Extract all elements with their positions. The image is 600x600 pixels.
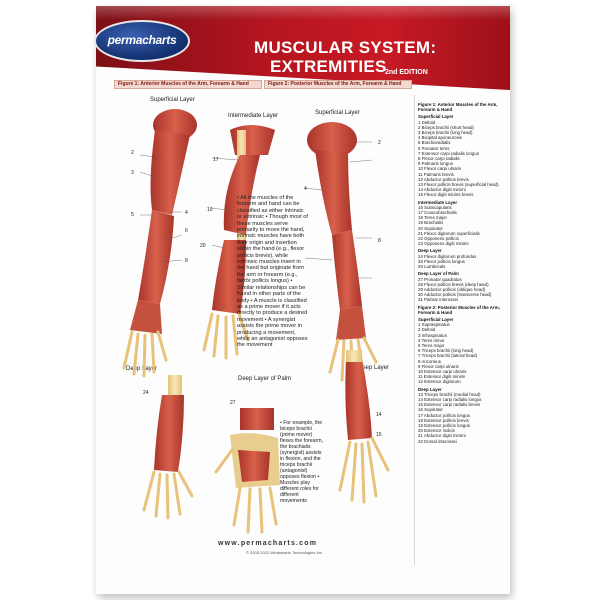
legend-item: 8 Anconeus <box>418 358 441 364</box>
legend-item: 5 Teres major <box>418 342 445 348</box>
legend-list: 13 Triceps brachii (medial head)14 Exten… <box>418 392 502 444</box>
hand-palm-deep <box>214 408 280 534</box>
legend-item: 15 Flexor digiti minimi brevis <box>418 192 474 198</box>
legend-item: 29 Adductor pollicis (oblique head) <box>418 286 486 292</box>
legend-item: 21 Flexor digitorum superficialis <box>418 230 480 236</box>
legend-item: 2 Deltoid <box>418 327 436 333</box>
legend-item: 7 Extensor carpi radialis longus <box>418 150 480 156</box>
legend-item: 14 Extensor carpi radialis longus <box>418 396 482 402</box>
legend-item: 22 Dorsal interossei <box>418 438 457 444</box>
legend-item: 6 Pronator teres <box>418 145 450 151</box>
legend-item: 14 Abductor digiti minimi <box>418 187 466 193</box>
legend-item: 20 Extensor indicis <box>418 428 455 434</box>
legend-item: 9 Flexor carpi ulnaris <box>418 363 459 369</box>
legend-item: 1 Deltoid <box>418 119 436 125</box>
legend-divider <box>414 95 415 565</box>
legend-item: 11 Palmaris brevis <box>418 171 454 177</box>
legend-item: 18 Extensor pollicis brevis <box>418 417 469 423</box>
label-superficial-anterior: Superficial Layer <box>150 97 195 103</box>
footer-url[interactable]: www.permacharts.com <box>218 540 318 547</box>
legend-item: 11 Extensor digiti minimi <box>418 374 466 380</box>
page-subtitle: EXTREMITIES <box>270 57 387 76</box>
legend-panel: Figure 1: Anterior Muscles of the Arm, F… <box>418 100 502 444</box>
chart-sheet <box>96 6 510 594</box>
legend-item: 21 Abductor digiti minimi <box>418 433 466 439</box>
legend-item: 10 Flexor carpi ulnaris <box>418 166 462 172</box>
legend-item: 24 Flexor digitorum profundus <box>418 253 477 259</box>
legend-item: 17 Coracobrachialis <box>418 210 457 216</box>
legend-item: 19 Extensor pollicis longus <box>418 422 470 428</box>
legend-item: 28 Flexor pollicis brevis (deep head) <box>418 281 489 287</box>
legend-item: 2 Biceps brachii (short head) <box>418 124 474 130</box>
legend-item: 3 Biceps brachii (long head) <box>418 130 473 136</box>
muscle-illustrations <box>122 109 390 534</box>
legend-item: 25 Flexor pollicis longus <box>418 258 465 264</box>
legend-item: 12 Extensor digitorum <box>418 379 461 385</box>
legend-item: 27 Pronator quadratus <box>418 276 462 282</box>
page-title: MUSCULAR SYSTEM: <box>254 38 437 57</box>
legend-item: 1 Supraspinatus <box>418 322 450 328</box>
arm-anterior-deep <box>142 375 194 520</box>
brand-logo <box>94 20 190 62</box>
label-superficial-posterior: Superficial Layer <box>315 110 360 116</box>
legend-item: 9 Palmaris longus <box>418 161 453 167</box>
legend-item: 31 Palmar interossei <box>418 297 459 303</box>
figure1-caption: Figure 1: Anterior Muscles of the Arm, F… <box>114 80 262 89</box>
legend-item: 23 Opponens digiti minimi <box>418 241 469 247</box>
legend-item: 16 Subscapularis <box>418 204 452 210</box>
legend-item: 3 Infraspinatus <box>418 332 447 338</box>
legend-item: 20 Supinator <box>418 225 443 231</box>
legend-item: 16 Supinator <box>418 407 443 413</box>
label-deep-posterior: Deep Layer <box>358 365 390 371</box>
footer-copyright: © 2003-2022 Mindsmartz Technologies Inc. <box>246 550 323 555</box>
legend-item: 13 Flexor pollicis brevis (superficial h… <box>418 182 499 188</box>
label-deep-palm: Deep Layer of Palm <box>238 376 292 382</box>
legend-heading: Figure 1: Anterior Muscles of the Arm, F… <box>418 102 498 113</box>
notes-example-text: • For example, the biceps brachii (prime… <box>280 420 323 504</box>
legend-item: 26 Lumbricals <box>418 264 446 270</box>
legend-item: 13 Triceps brachii (medial head) <box>418 391 481 397</box>
label-intermediate: Intermediate Layer <box>228 113 279 119</box>
arm-posterior-superficial <box>307 122 378 384</box>
legend-item: 19 Brachialis <box>418 220 444 226</box>
brand-logo-text: permacharts <box>107 33 177 47</box>
legend-item: 15 Extensor carpi radialis brevis <box>418 402 481 408</box>
legend-item: 8 Flexor carpi radialis <box>418 156 460 162</box>
legend-item: 22 Opponens pollicis <box>418 236 459 242</box>
legend-item: 18 Teres major <box>418 215 447 221</box>
notes-text: • All the muscles of the forearm and han… <box>237 195 308 349</box>
legend-item: 12 Abductor pollicis brevis <box>418 176 469 182</box>
arm-anterior-intermediate <box>202 125 275 360</box>
label-deep-anterior: Deep Layer <box>126 366 158 372</box>
legend-item: 7 Triceps brachii (lateral head) <box>418 353 478 359</box>
edition-label: 2nd EDITION <box>385 69 428 76</box>
legend-item: 4 Teres minor <box>418 337 445 343</box>
legend-item: 17 Abductor pollicis longus <box>418 412 470 418</box>
legend-item: 4 Bicipital aponeurosis <box>418 135 462 141</box>
legend-item: 30 Adductor pollicis (transverse head) <box>418 292 492 298</box>
legend-item: 6 Triceps brachii (long head) <box>418 348 474 354</box>
legend-item: 10 Extensor carpi ulnaris <box>418 368 467 374</box>
arm-anterior-superficial <box>122 109 197 378</box>
arm-posterior-deep <box>338 350 390 504</box>
figure2-caption: Figure 2: Posterior Muscles of the Arm, … <box>264 80 412 89</box>
legend-item: 5 Brachioradialis <box>418 140 451 146</box>
